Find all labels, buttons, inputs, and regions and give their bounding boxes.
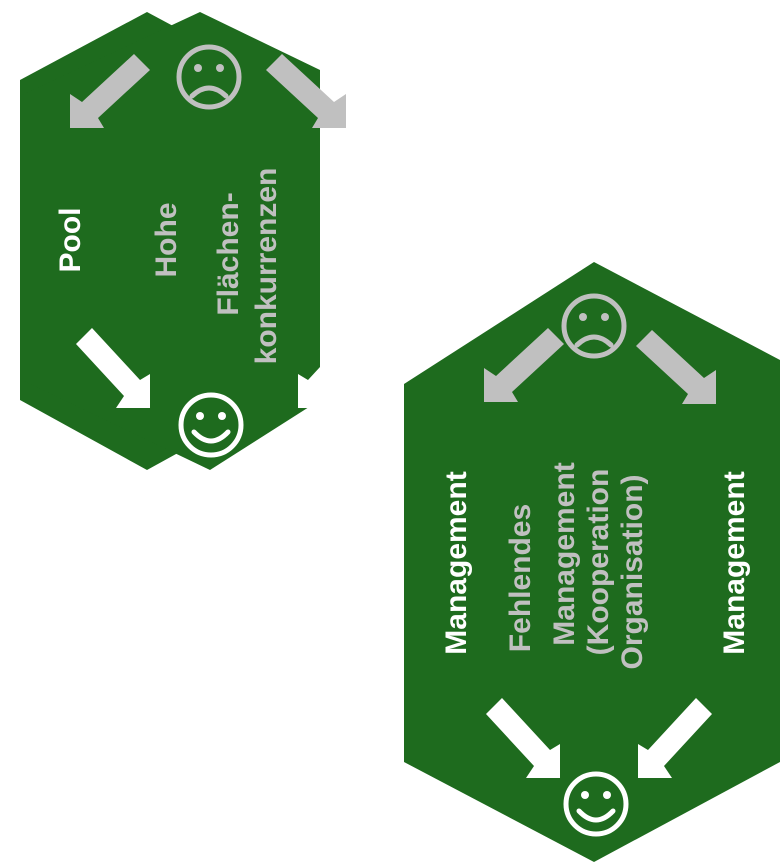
hexagon-bottom: Management Fehlendes Management (Koopera… [404,262,780,862]
bottom-center-line4: Organisation) [616,474,649,669]
arrow-top-left-gray [484,328,564,402]
bottom-right-label: Management [718,471,751,654]
arrow-top-right-gray [636,330,716,404]
top-right-label: Pool [337,208,370,273]
arrow-bottom-right-white [298,328,372,408]
sad-face-icon [176,44,242,110]
top-center-line2: Flächen- [212,192,245,315]
happy-face-icon [178,392,244,458]
bottom-center-line2: Management [548,462,581,645]
arrow-bottom-left-white [76,328,150,408]
happy-face-icon [563,771,629,837]
top-center-line3: konkurrenzen [250,168,283,365]
bottom-center-line3: (Kooperation [582,469,615,656]
hexagon-top: Pool Hohe Flächen- konkurrenzen Pool [20,12,372,470]
bottom-left-label: Management [440,471,473,654]
top-center-line1: Hohe [150,203,183,278]
arrow-top-left-gray [70,54,150,128]
top-left-label: Pool [54,208,87,273]
arrow-top-right-gray [266,54,346,128]
arrow-bottom-right-white [638,698,712,778]
bottom-center-line1: Fehlendes [504,504,537,652]
sad-face-icon [561,293,627,359]
arrow-bottom-left-white [486,698,560,778]
